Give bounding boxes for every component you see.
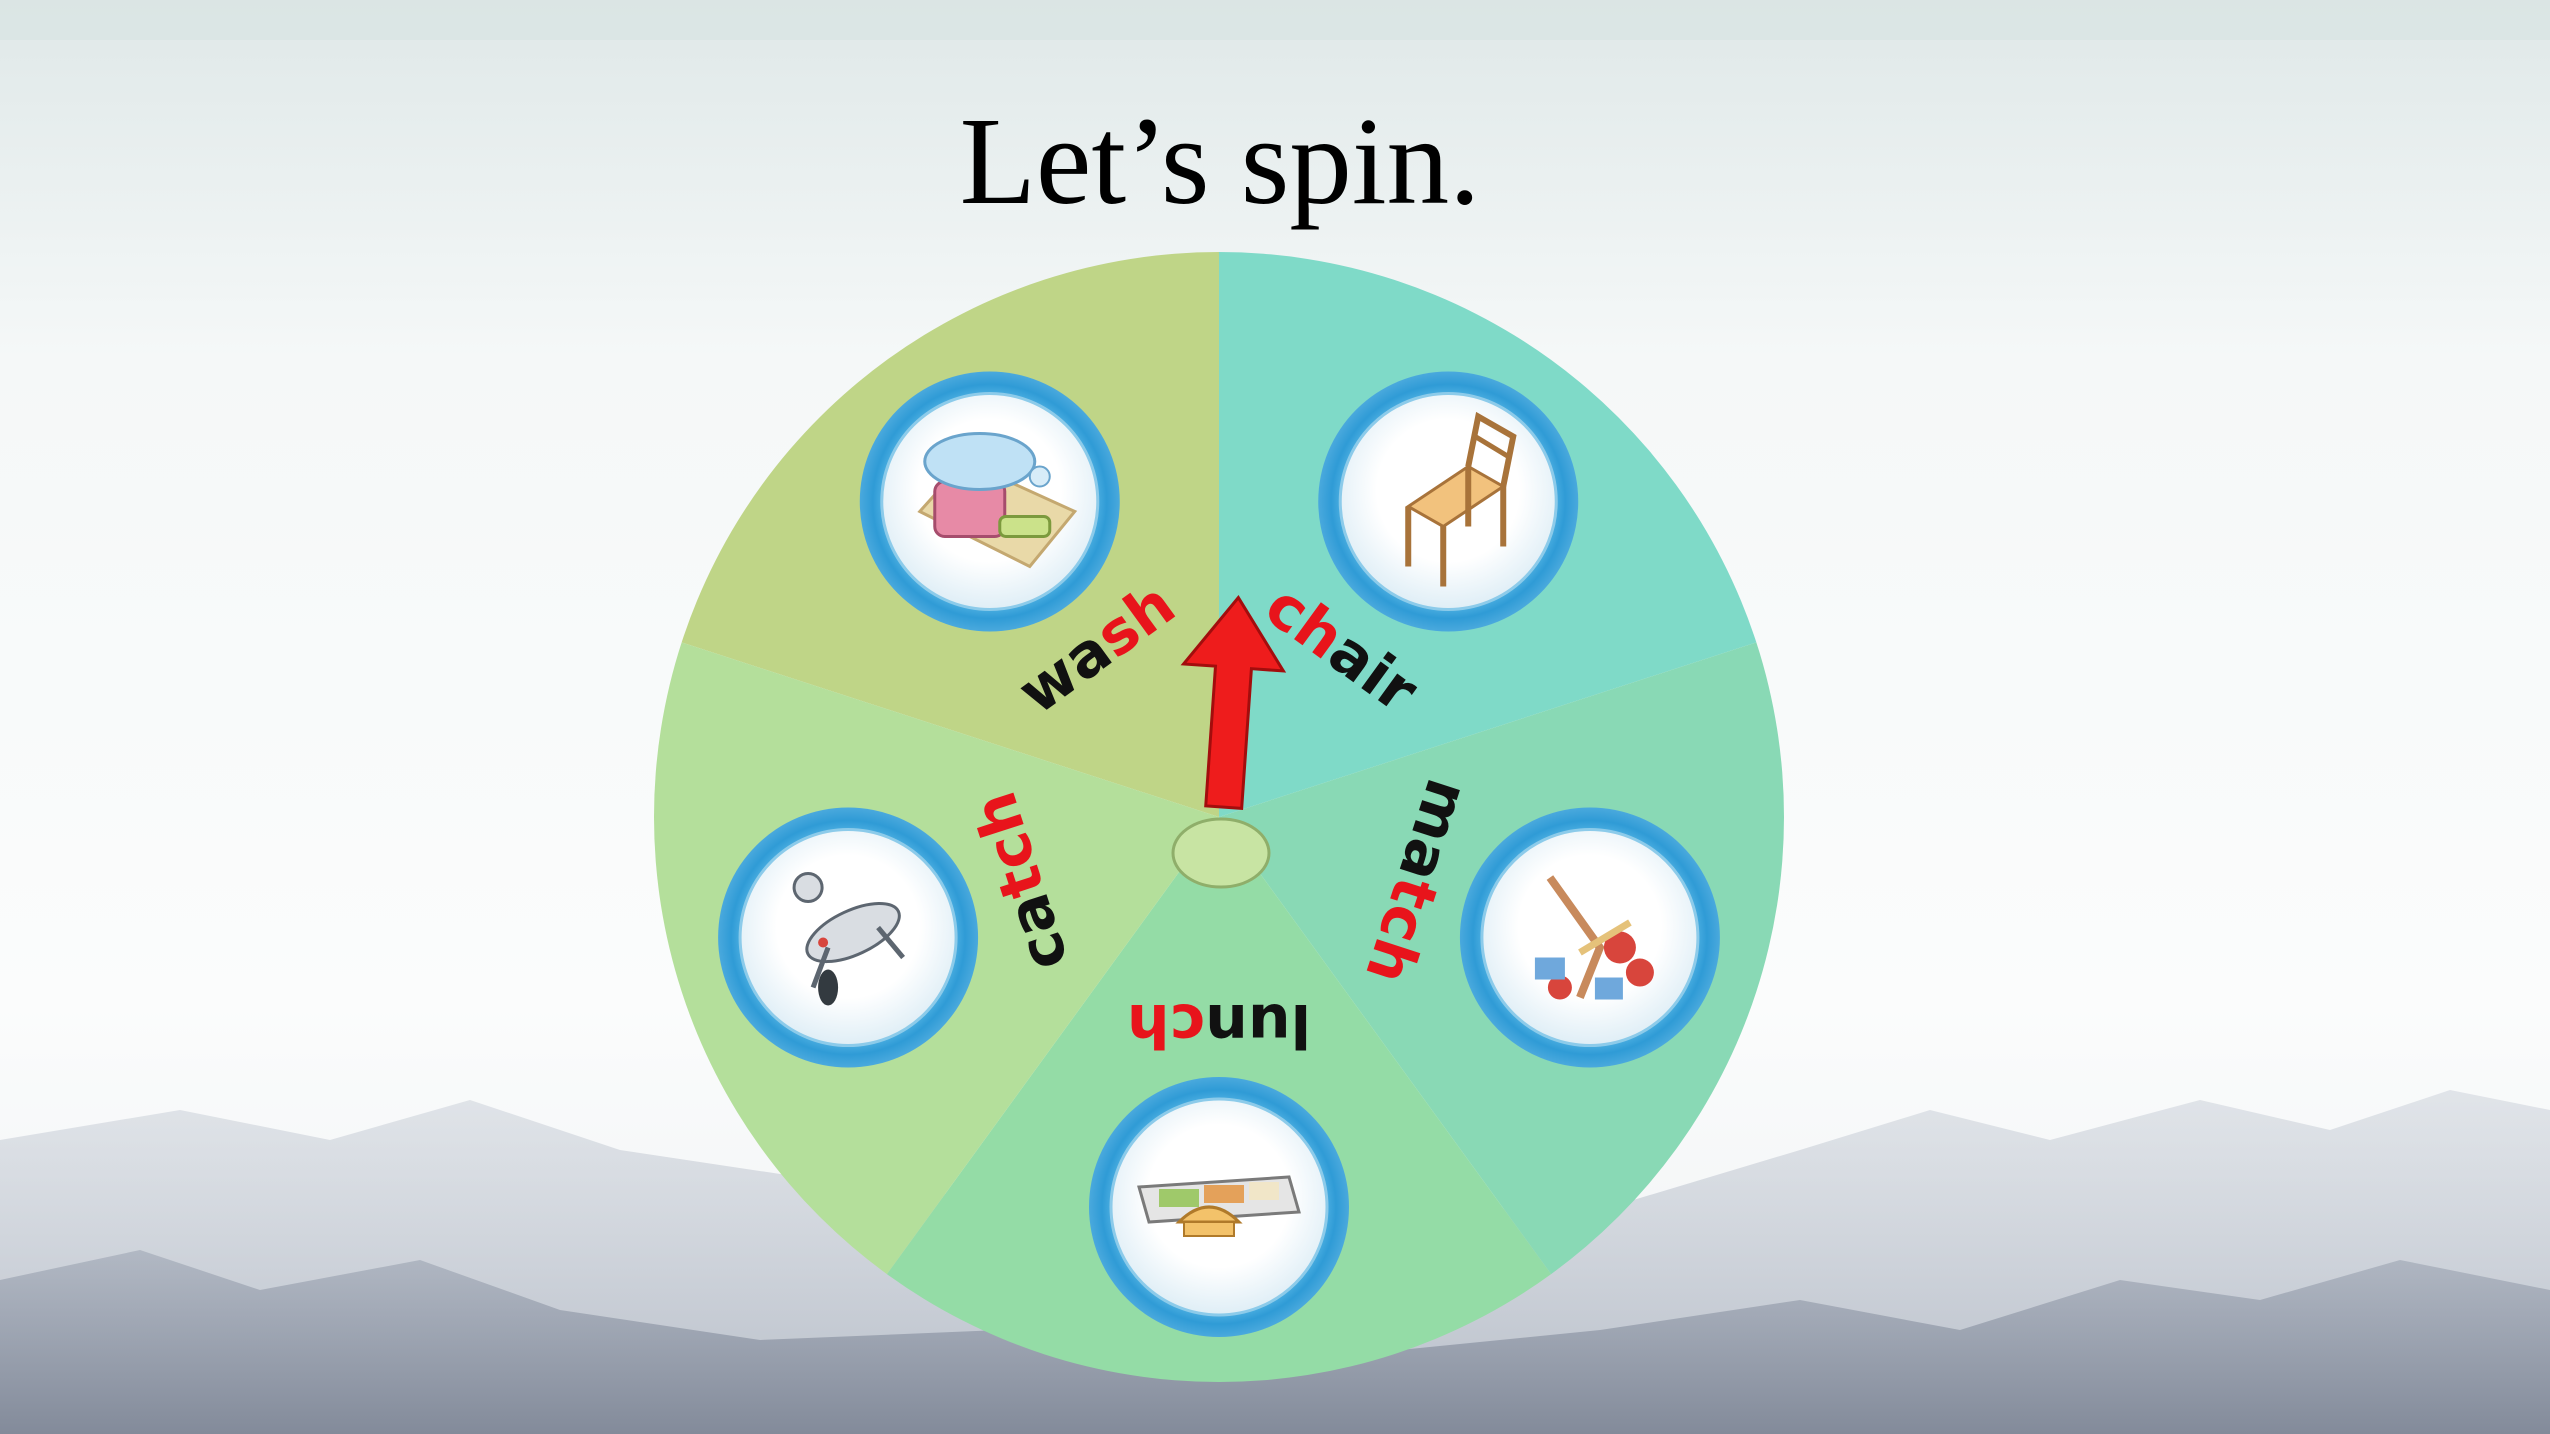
spinner-hub[interactable] [1171, 817, 1271, 889]
match-icon [1459, 807, 1720, 1068]
slide-title: Let’s spin. [959, 93, 1481, 231]
word-label-lunch: lunch [1127, 990, 1311, 1060]
wash-icon [859, 371, 1120, 632]
word-part: ch [1127, 990, 1205, 1060]
spinner-pointer-arrow[interactable] [1174, 594, 1288, 810]
catch-icon [718, 807, 979, 1068]
lunch-icon [1089, 1077, 1349, 1337]
chair-icon [1318, 371, 1579, 632]
word-part: lun [1205, 990, 1311, 1060]
